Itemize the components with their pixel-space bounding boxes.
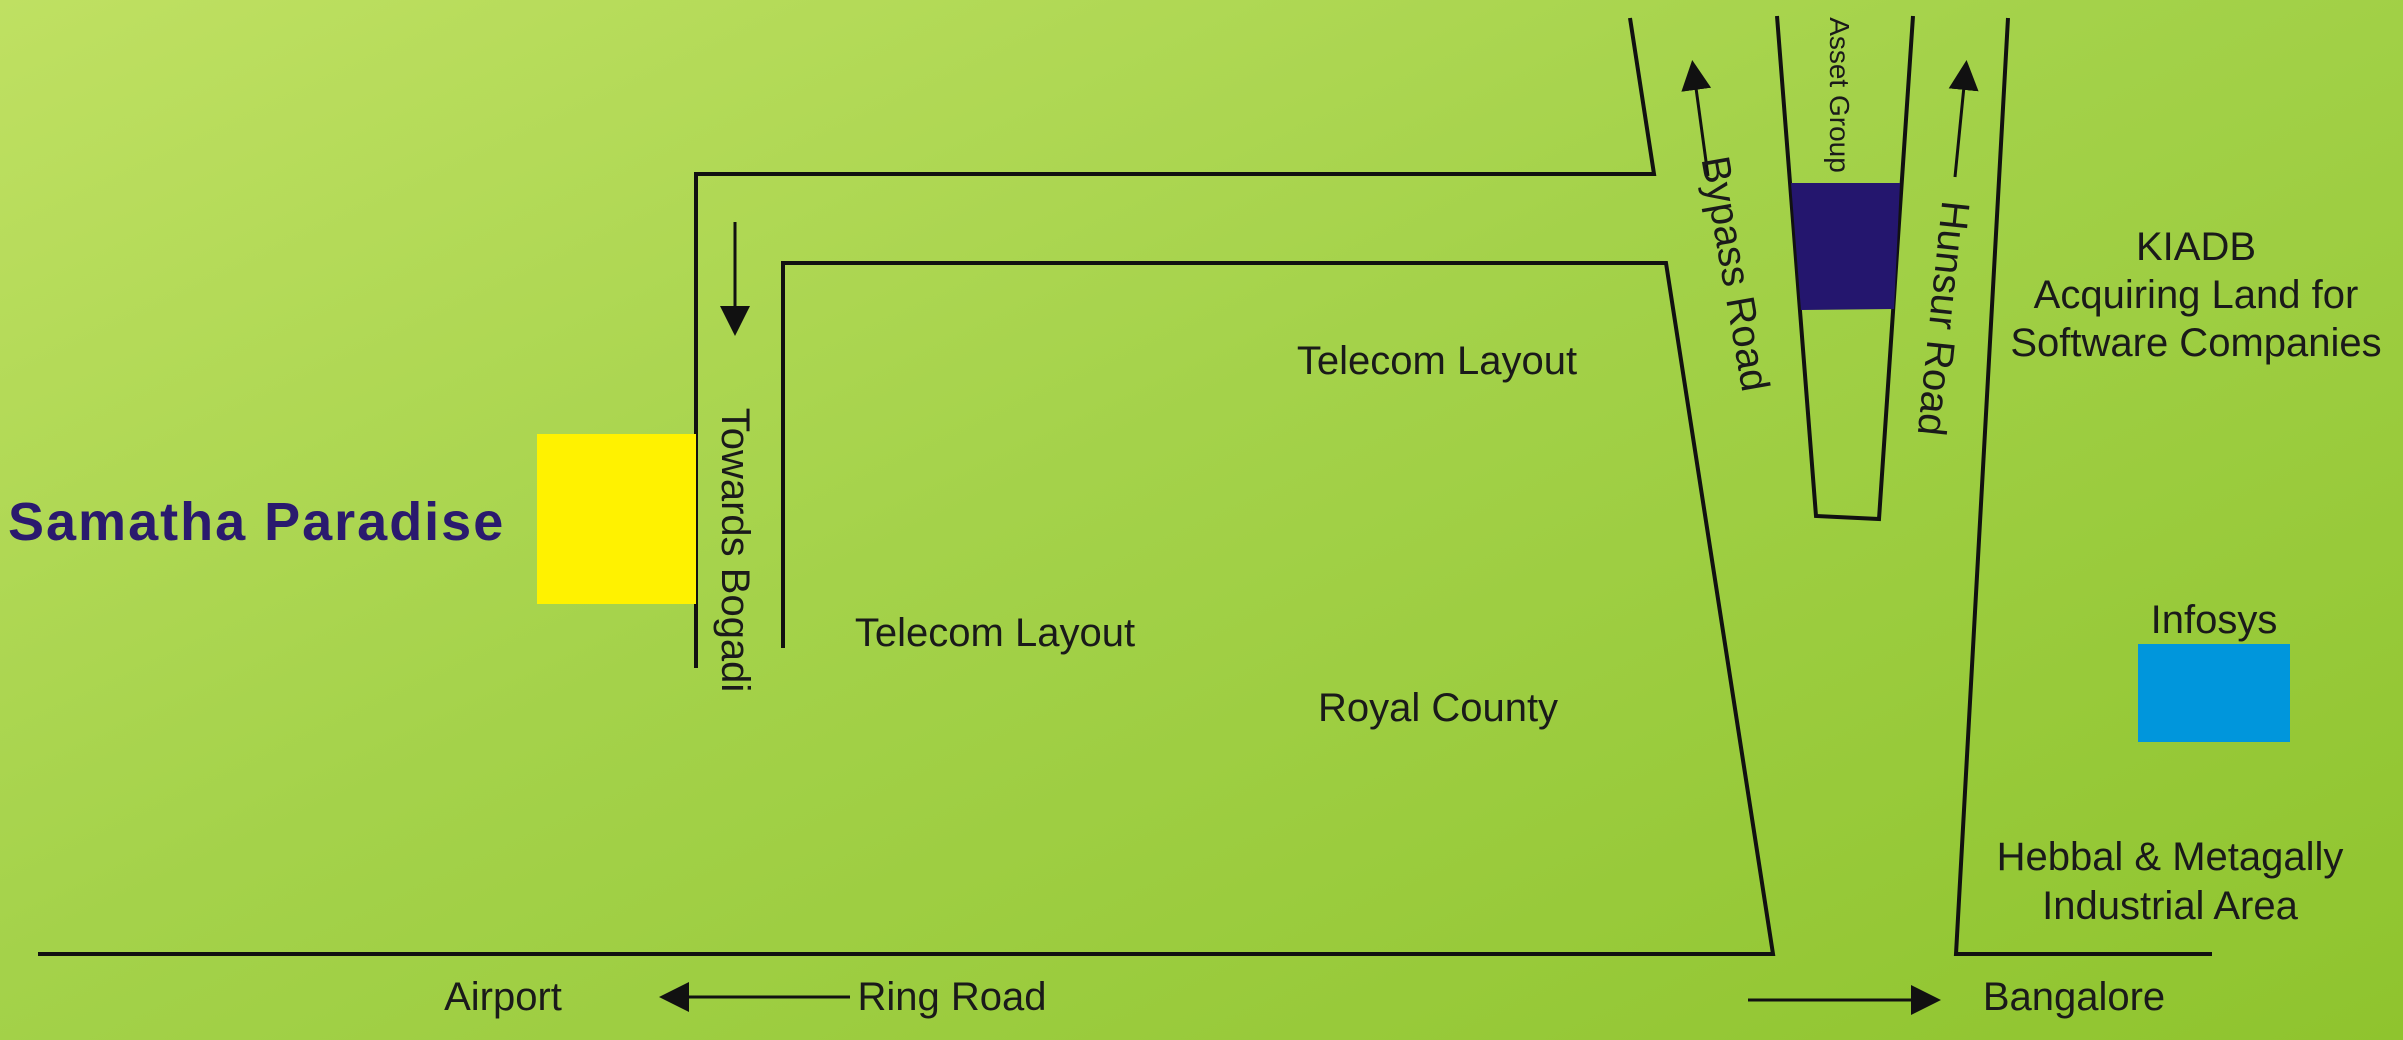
hunsur-road-label: Hunsur Road	[1909, 199, 1977, 438]
kiadb-label-line2: Acquiring Land for	[2034, 273, 2359, 317]
asset-group-label: Asset Group	[1824, 17, 1855, 173]
bogadi-road-line	[694, 17, 1657, 668]
telecom-layout-bottom-label: Telecom Layout	[855, 611, 1135, 655]
telecom-layout-top-label: Telecom Layout	[1297, 339, 1577, 383]
bangalore-label: Bangalore	[1983, 975, 2165, 1019]
infosys-marker	[2138, 644, 2290, 742]
arrow-up-bypass	[1681, 60, 1712, 177]
hebbal-label-line1: Hebbal & Metagally	[1997, 835, 2344, 879]
asset-group-marker	[1791, 183, 1900, 310]
ring-road-label: Ring Road	[857, 975, 1046, 1019]
samatha-paradise-title: Samatha Paradise	[8, 492, 505, 552]
kiadb-label-line3: Software Companies	[2010, 321, 2381, 365]
hebbal-label-line2: Industrial Area	[2042, 884, 2298, 928]
arrow-up-hunsur	[1948, 60, 1979, 178]
kiadb-label-line1: KIADB	[2136, 225, 2256, 269]
samatha-paradise-marker	[537, 434, 696, 604]
towards-bogadi-label: Towards Bogadi	[713, 408, 757, 693]
hunsur-road-line	[1775, 15, 1915, 522]
ring-road-line	[38, 261, 1776, 956]
royal-county-label: Royal County	[1318, 686, 1558, 730]
airport-label: Airport	[444, 975, 562, 1019]
infosys-label: Infosys	[2151, 598, 2278, 642]
hebbal-road-line	[1953, 17, 2212, 956]
bypass-road-label: Bypass Road	[1692, 153, 1777, 395]
